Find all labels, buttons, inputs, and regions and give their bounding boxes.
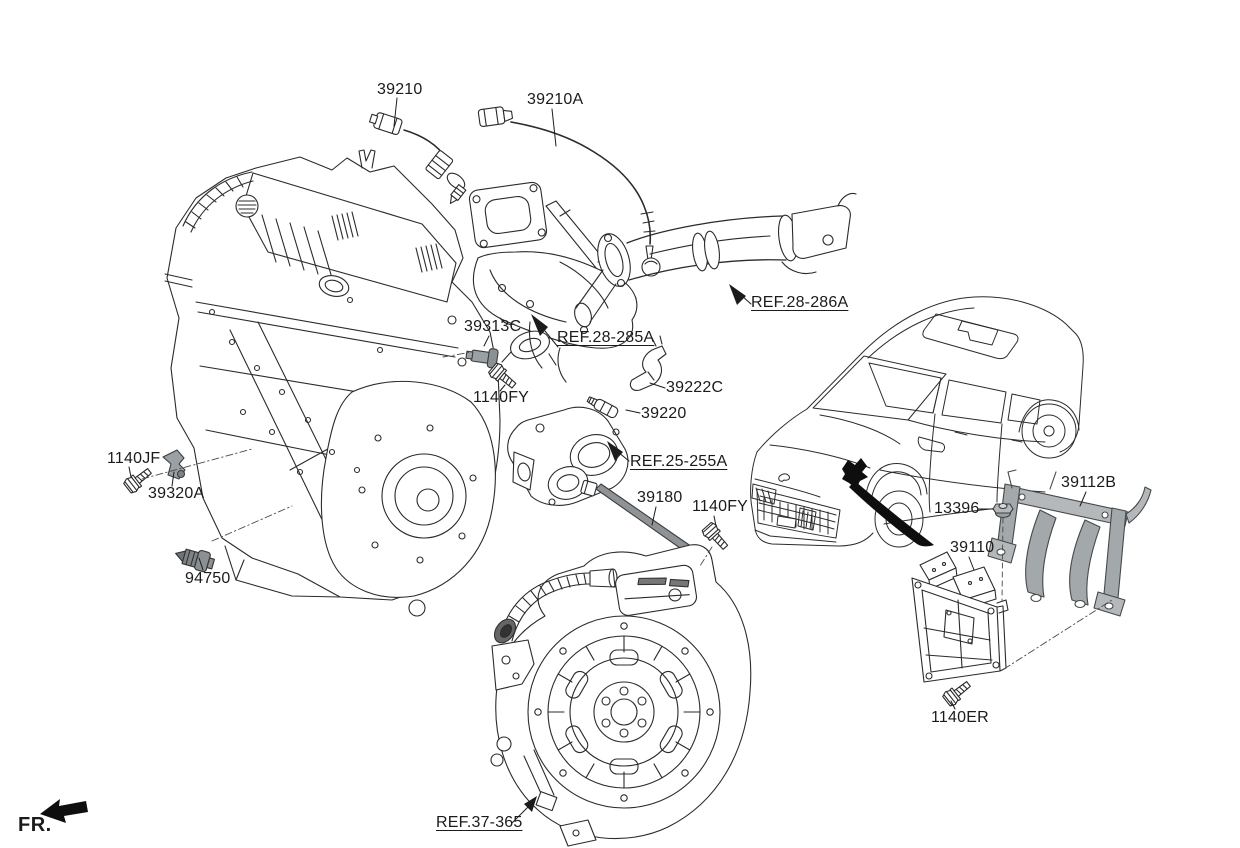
transmission-drawing xyxy=(490,544,752,847)
fr-direction-arrow-icon xyxy=(40,799,88,823)
callout-39210a[interactable]: 39210A xyxy=(527,91,584,108)
nut-guide-line xyxy=(1001,517,1004,602)
callout-1140fy-a[interactable]: 1140FY xyxy=(473,389,530,406)
callout-39210[interactable]: 39210 xyxy=(377,81,423,98)
ref-link-37-365[interactable]: REF.37-365 xyxy=(436,814,523,831)
ref-arrowheads xyxy=(524,284,746,812)
ecu-39110-drawing xyxy=(911,551,1009,709)
fr-direction-label: FR. xyxy=(18,814,52,836)
callout-1140fy-b[interactable]: 1140FY xyxy=(692,498,749,515)
sensor-94750-drawing xyxy=(175,548,216,573)
sensor-39320a-drawing xyxy=(121,449,186,496)
nut-13396-drawing xyxy=(992,502,1014,519)
vehicle-drawing xyxy=(750,296,1084,548)
ecu-bracket-39112b-drawing xyxy=(987,469,1152,617)
callout-1140er[interactable]: 1140ER xyxy=(931,709,989,726)
ecu-location-marker-arrow xyxy=(849,481,934,547)
engine-drawing xyxy=(164,149,501,617)
ecu-location-marker-blob xyxy=(842,458,868,489)
callout-39110[interactable]: 39110 xyxy=(950,539,995,556)
ref-link-28-286a[interactable]: REF.28-286A xyxy=(751,294,849,311)
callout-39112b[interactable]: 39112B xyxy=(1061,474,1117,491)
exhaust-pipe-drawing xyxy=(574,192,857,328)
assembly-axis-lines xyxy=(141,351,1113,670)
callout-39313c[interactable]: 39313C xyxy=(464,318,522,335)
throttle-body-drawing xyxy=(507,335,667,506)
callout-39180[interactable]: 39180 xyxy=(637,489,683,506)
callout-94750[interactable]: 94750 xyxy=(185,570,231,587)
oxygen-sensor-39210a-drawing xyxy=(477,106,661,277)
callout-1140jf[interactable]: 1140JF xyxy=(107,450,161,467)
sensor-39313c-drawing xyxy=(465,348,520,393)
callout-39222c[interactable]: 39222C xyxy=(666,379,724,396)
ref-link-28-285a[interactable]: REF.28-285A xyxy=(557,329,655,346)
ref-link-25-255a[interactable]: REF.25-255A xyxy=(630,453,728,470)
kia-badge-icon xyxy=(778,473,790,482)
callout-13396[interactable]: 13396 xyxy=(934,500,980,517)
callout-39320a[interactable]: 39320A xyxy=(148,485,205,502)
leader-lines xyxy=(128,97,1087,824)
callout-39220[interactable]: 39220 xyxy=(641,405,687,422)
